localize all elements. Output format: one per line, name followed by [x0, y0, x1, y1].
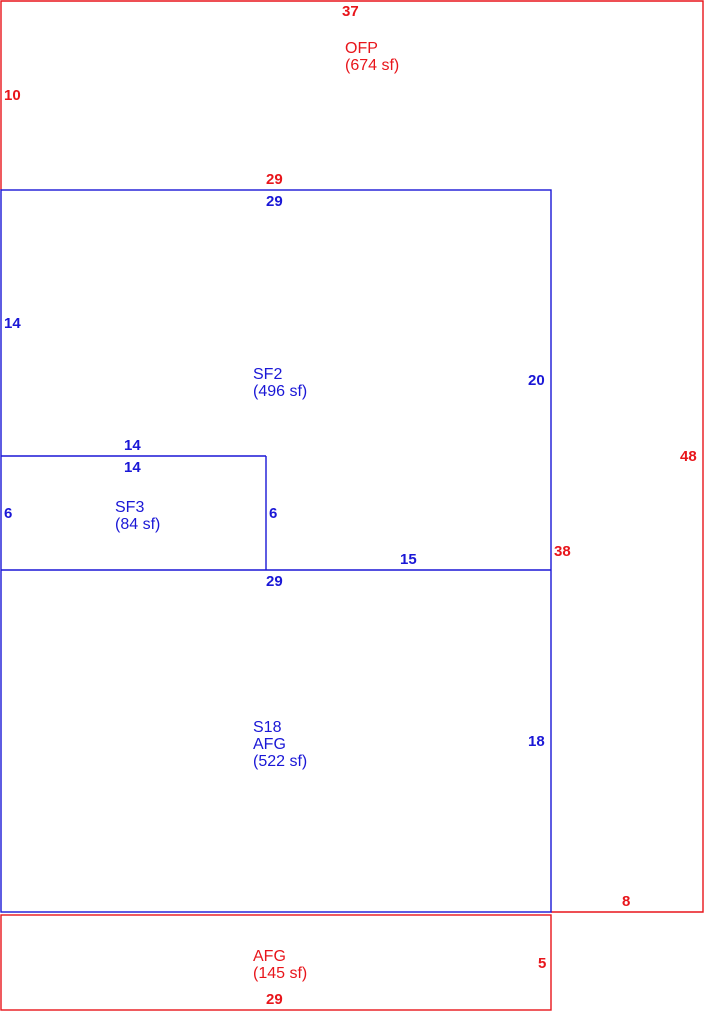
- dim-sf2-top: 29: [266, 193, 283, 210]
- label-afg-area: (145 sf): [253, 965, 307, 982]
- dim-sf2-bottom: 15: [400, 551, 417, 568]
- label-s18-type: AFG: [253, 736, 286, 753]
- afg-outline: [0, 914, 552, 1011]
- label-afg-name: AFG: [253, 948, 286, 965]
- dim-sf3-right: 6: [269, 505, 277, 522]
- dim-afg-bottom: 29: [266, 991, 283, 1008]
- dim-sf3-top: 14: [124, 459, 141, 476]
- label-sf2-area: (496 sf): [253, 383, 307, 400]
- dim-sf3-left: 6: [4, 505, 12, 522]
- label-s18-area: (522 sf): [253, 753, 307, 770]
- dim-ofp-bottom-right: 8: [622, 893, 630, 910]
- dim-s18-right: 18: [528, 733, 545, 750]
- label-sf3-name: SF3: [115, 499, 144, 516]
- sf2-s18-outline: [0, 189, 552, 913]
- dim-ofp-inner-top: 29: [266, 171, 283, 188]
- dim-ofp-top: 37: [342, 3, 359, 20]
- label-s18-name: S18: [253, 719, 282, 736]
- dim-sf2-left: 14: [4, 315, 21, 332]
- label-ofp-area: (674 sf): [345, 57, 399, 74]
- label-sf2-name: SF2: [253, 366, 282, 383]
- ofp-outline: [0, 0, 704, 913]
- dim-ofp-inner-right: 38: [554, 543, 571, 560]
- dim-sf3-top-outer: 14: [124, 437, 141, 454]
- dim-sf2-right: 20: [528, 372, 545, 389]
- dim-afg-right: 5: [538, 955, 546, 972]
- label-sf3-area: (84 sf): [115, 516, 160, 533]
- label-ofp-name: OFP: [345, 40, 378, 57]
- dim-ofp-left: 10: [4, 87, 21, 104]
- dim-ofp-right: 48: [680, 448, 697, 465]
- dim-s18-top: 29: [266, 573, 283, 590]
